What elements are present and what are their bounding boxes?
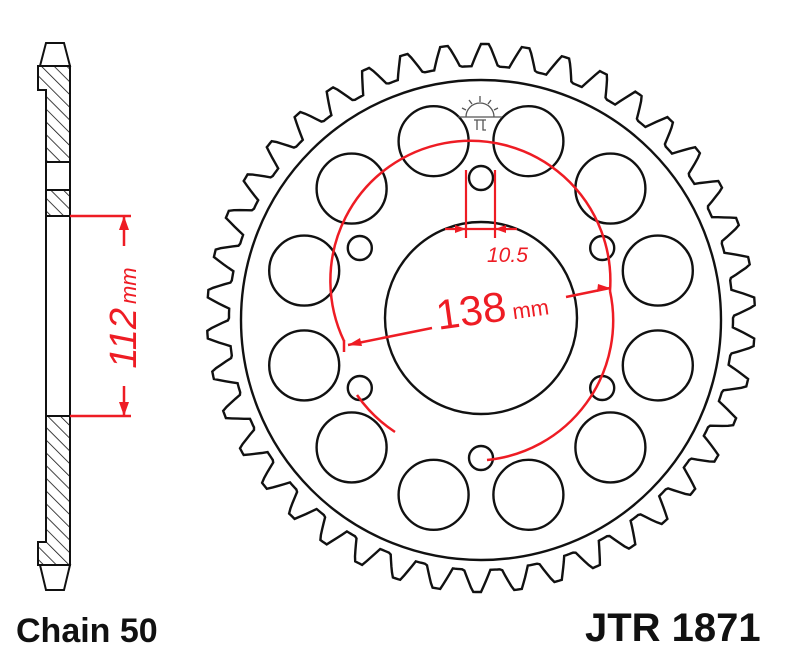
top-hatched-section [37, 65, 71, 163]
bolt-hole-dimension [445, 170, 517, 238]
jt-logo-icon [458, 96, 502, 131]
lightening-hole [268, 234, 341, 307]
part-number-label: JTR 1871 [585, 606, 761, 650]
lightening-hole [621, 329, 694, 402]
inner-ring [239, 78, 723, 562]
lightening-hole [574, 411, 647, 484]
top-tooth-cap [38, 42, 72, 67]
bore-dimension [70, 214, 131, 418]
pcd-arc-main [329, 139, 612, 342]
bolt-hole [346, 234, 373, 262]
lightening-hole [397, 458, 470, 531]
lightening-hole [315, 152, 388, 225]
bottom-hatched-section [37, 415, 71, 566]
lightening-hole [315, 411, 388, 484]
bolt-hole-dimension-label: 10.5 [487, 244, 528, 267]
chain-size-label: Chain 50 [16, 612, 158, 650]
bore-dimension-label: 112mm [103, 267, 145, 368]
lightening-hole [574, 152, 647, 225]
bolt-hole [589, 374, 616, 402]
bolt-hole [589, 234, 616, 262]
center-bore [383, 220, 579, 416]
bolt-hole [467, 164, 495, 192]
side-profile-view [37, 42, 72, 591]
bottom-tooth-cap [38, 564, 72, 591]
bolt-hole-gap [45, 161, 71, 191]
bolt-hole [467, 444, 495, 472]
pcd-arc-right [486, 290, 615, 462]
pcd-arc-lower-left [355, 394, 396, 434]
lightening-hole [621, 234, 694, 307]
lightening-hole [268, 329, 341, 402]
pcd-dimension [329, 139, 615, 462]
pcd-dimension-label: 138mm [433, 277, 551, 339]
bore-section [45, 215, 71, 417]
bolt-hole [346, 374, 373, 402]
lightening-hole [492, 458, 565, 531]
upper-hub-hatch [45, 189, 71, 217]
lightening-hole [492, 104, 565, 178]
tooth-outline [206, 42, 756, 594]
